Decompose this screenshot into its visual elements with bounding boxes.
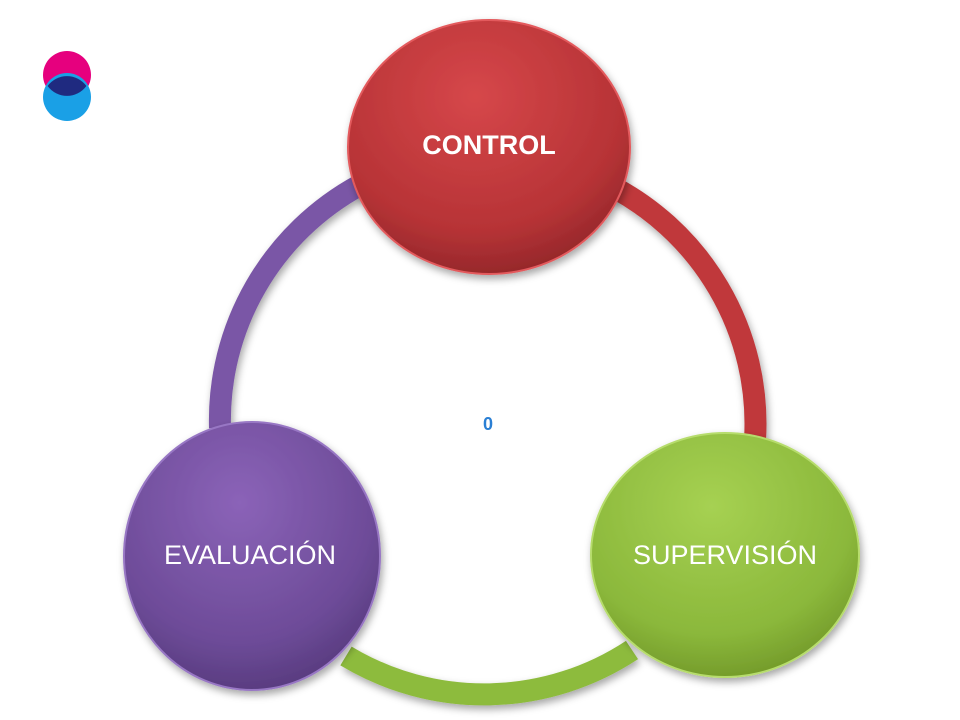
arc-control-supervision [598, 172, 767, 441]
logo [43, 51, 91, 121]
cycle-ring [208, 172, 767, 706]
node-control-circle [347, 19, 631, 275]
node-supervision-label: SUPERVISIÓN [633, 539, 817, 570]
node-evaluation: EVALUACIÓN [123, 421, 381, 691]
node-supervision: SUPERVISIÓN [590, 432, 860, 678]
node-control-label: CONTROL [422, 130, 555, 160]
logo-overlap [47, 76, 87, 96]
node-supervision-circle [590, 432, 860, 678]
center-marker: 0 [483, 414, 493, 434]
arc-evaluation-control [208, 175, 366, 429]
node-evaluation-circle [123, 421, 381, 691]
node-evaluation-label: EVALUACIÓN [164, 539, 336, 570]
arc-supervision-evaluation [340, 640, 639, 706]
node-control: CONTROL [347, 19, 631, 275]
